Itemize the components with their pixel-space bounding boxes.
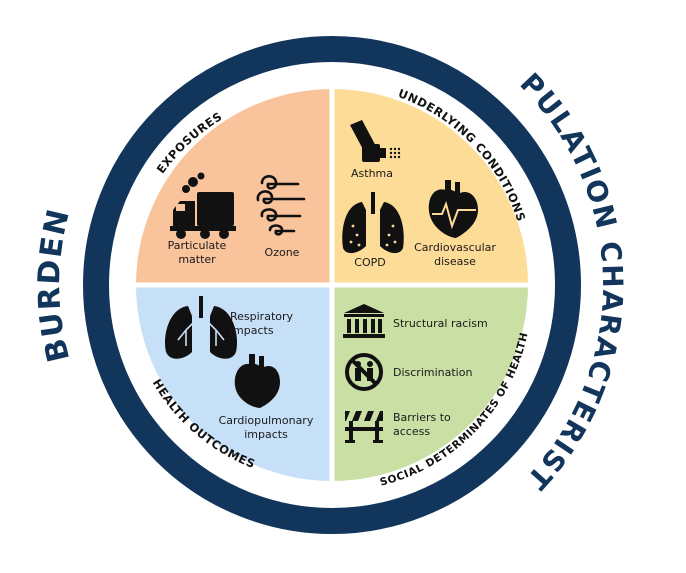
barriers-label-2: access bbox=[393, 425, 430, 438]
barrier-icon bbox=[345, 411, 383, 443]
cardiopulmonary-label-2: impacts bbox=[244, 428, 288, 441]
no-discrimination-icon bbox=[345, 353, 383, 391]
heart-icon bbox=[234, 354, 280, 408]
inhaler-icon bbox=[350, 120, 401, 162]
cardiovascular-label-1: Cardiovascular bbox=[414, 241, 496, 254]
structural-racism-label: Structural racism bbox=[393, 317, 488, 330]
respiratory-label-2: impacts bbox=[230, 324, 274, 337]
cardiopulmonary-label-1: Cardiopulmonary bbox=[219, 414, 314, 427]
quadrant-group bbox=[136, 89, 528, 481]
lungs-icon bbox=[164, 296, 238, 359]
cardiovascular-label-2: disease bbox=[434, 255, 476, 268]
outer-ring bbox=[83, 36, 581, 534]
wind-swirl-icon bbox=[256, 174, 306, 236]
respiratory-label-1: Respiratory bbox=[230, 310, 294, 323]
discrimination-label: Discrimination bbox=[393, 366, 472, 379]
ozone-label: Ozone bbox=[265, 246, 300, 259]
barriers-label-1: Barriers to bbox=[393, 411, 451, 424]
particulate-matter-label-2: matter bbox=[178, 253, 216, 266]
courthouse-icon bbox=[343, 304, 385, 338]
asthma-label: Asthma bbox=[351, 167, 393, 180]
truck-icon bbox=[170, 172, 236, 239]
copd-label: COPD bbox=[354, 256, 385, 269]
heart-icon bbox=[428, 180, 478, 238]
particulate-matter-label-1: Particulate bbox=[168, 239, 227, 252]
lungs-icon bbox=[342, 192, 404, 254]
